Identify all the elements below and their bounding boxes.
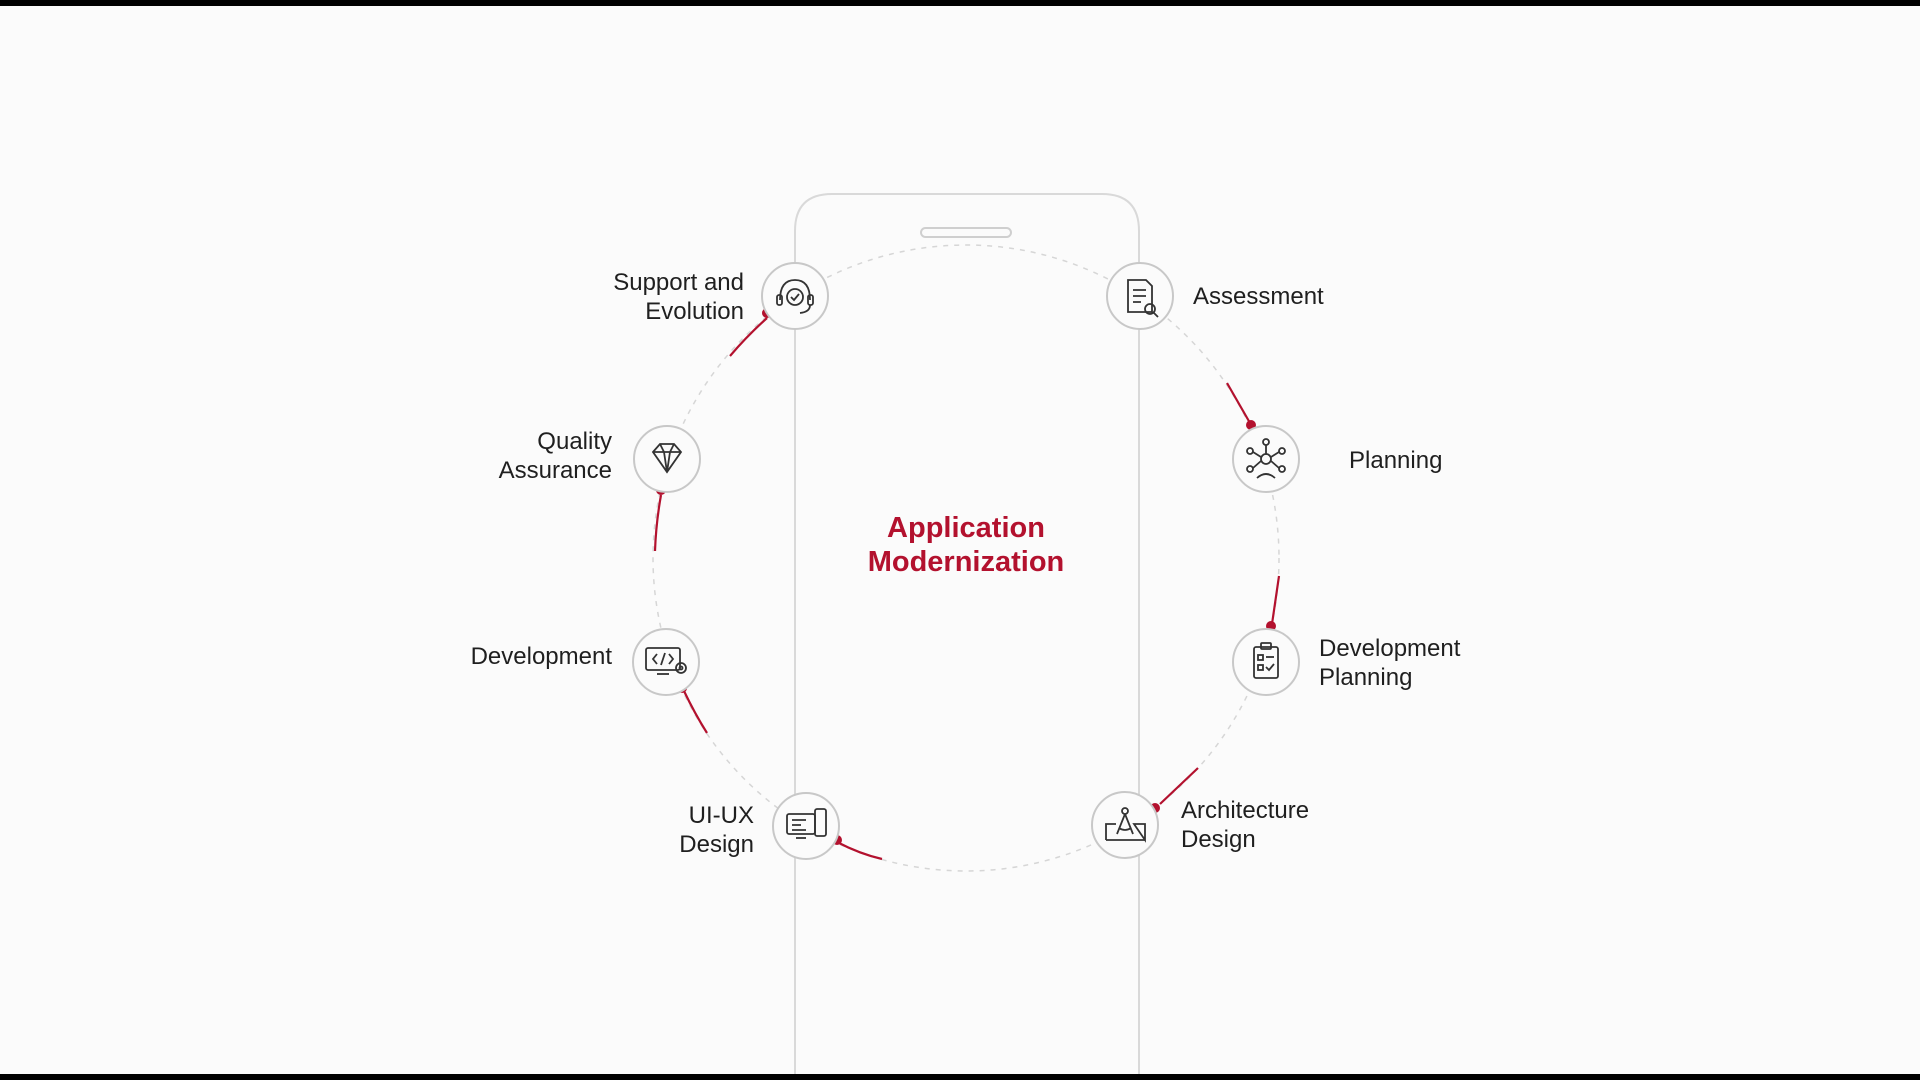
arc-development-qa bbox=[653, 494, 663, 552]
label-line: Evolution bbox=[645, 298, 744, 325]
label-development[interactable]: Development bbox=[471, 642, 612, 671]
cycle-ring bbox=[652, 244, 1280, 872]
node-development-planning[interactable] bbox=[1232, 628, 1300, 696]
label-development-planning[interactable]: Development Planning bbox=[1319, 634, 1460, 692]
center-title-line-1: Application bbox=[887, 512, 1045, 544]
arc-devplanning-architecture bbox=[1159, 767, 1199, 805]
label-architecture-design[interactable]: Architecture Design bbox=[1181, 796, 1309, 854]
label-line: Development bbox=[1319, 635, 1461, 662]
arc-assessment-planning bbox=[1226, 382, 1251, 424]
drafting-compass-icon bbox=[1105, 807, 1146, 843]
node-development[interactable] bbox=[632, 628, 700, 696]
label-quality-assurance[interactable]: Quality Assurance bbox=[499, 427, 612, 485]
node-support-evolution[interactable] bbox=[761, 262, 829, 330]
modernization-cycle-diagram bbox=[632, 193, 1300, 1074]
label-planning[interactable]: Planning bbox=[1349, 446, 1442, 475]
phone-speaker-slot bbox=[920, 227, 1012, 238]
label-line: UI-UX bbox=[688, 802, 754, 829]
center-title: Application Modernization bbox=[816, 511, 1116, 579]
document-search-icon bbox=[1127, 279, 1159, 318]
label-ui-ux-design[interactable]: UI-UX Design bbox=[679, 801, 754, 859]
arc-uiux-development bbox=[683, 690, 708, 734]
node-planning[interactable] bbox=[1232, 425, 1300, 493]
phone-outline bbox=[794, 193, 1140, 1074]
arc-planning-devplanning bbox=[1270, 575, 1281, 625]
network-hub-icon bbox=[1246, 438, 1286, 479]
label-assessment[interactable]: Assessment bbox=[1193, 282, 1324, 311]
arc-qa-support bbox=[729, 317, 768, 357]
label-line: Development bbox=[470, 643, 612, 670]
label-support-evolution[interactable]: Support and Evolution bbox=[613, 268, 744, 326]
arc-architecture-uiux bbox=[836, 841, 883, 861]
label-line: Assessment bbox=[1193, 283, 1324, 310]
label-line: Assurance bbox=[498, 457, 612, 484]
clipboard-checklist-icon bbox=[1253, 642, 1279, 679]
label-line: Design bbox=[1181, 826, 1256, 853]
diagram-canvas: Application Modernization Assessment Pla… bbox=[0, 6, 1920, 1074]
code-monitor-icon bbox=[645, 647, 687, 675]
devices-icon bbox=[786, 808, 827, 839]
progress-arcs bbox=[653, 317, 1281, 861]
node-quality-assurance[interactable] bbox=[633, 425, 701, 493]
node-architecture-design[interactable] bbox=[1091, 791, 1159, 859]
label-line: Support and bbox=[613, 269, 744, 296]
headset-support-icon bbox=[776, 279, 814, 314]
label-line: Design bbox=[679, 831, 754, 858]
node-ui-ux-design[interactable] bbox=[772, 792, 840, 860]
label-line: Architecture bbox=[1181, 797, 1310, 824]
center-title-line-2: Modernization bbox=[867, 546, 1065, 578]
node-assessment[interactable] bbox=[1106, 262, 1174, 330]
diamond-icon bbox=[651, 443, 683, 474]
label-line: Planning bbox=[1349, 447, 1443, 474]
label-line: Quality bbox=[537, 428, 612, 455]
label-line: Planning bbox=[1319, 664, 1413, 691]
